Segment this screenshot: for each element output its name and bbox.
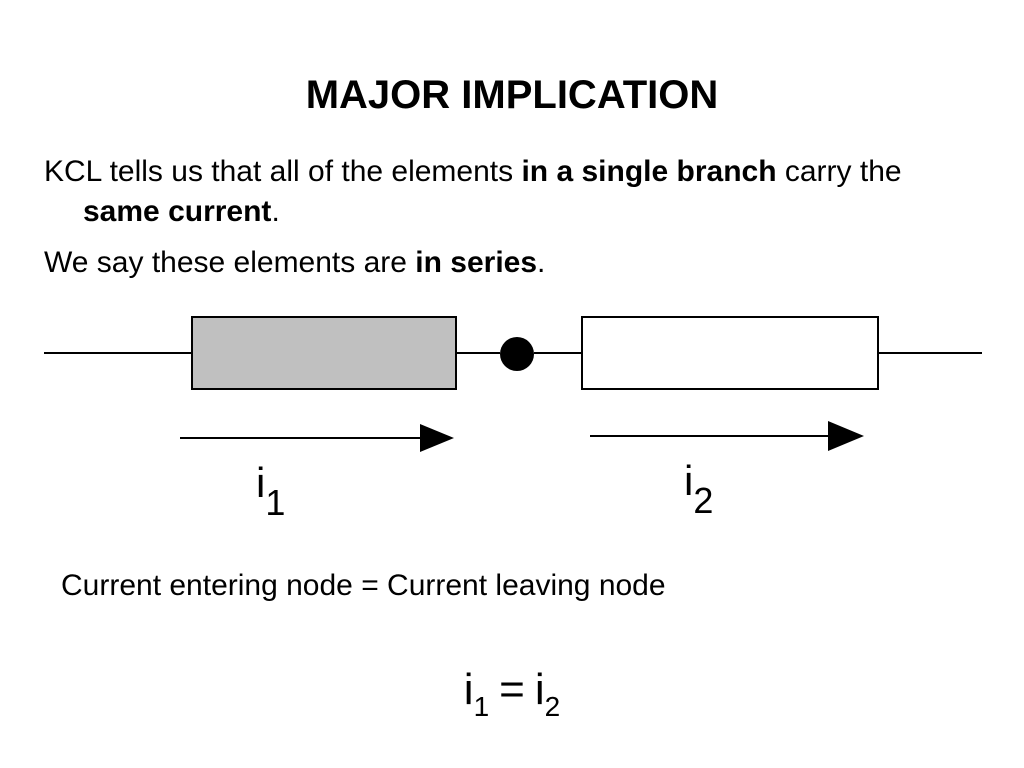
- current-arrow-2-head: [828, 421, 864, 451]
- bullet-series: We say these elements are in series.: [44, 243, 545, 283]
- current-label-i2: i2: [684, 457, 713, 522]
- current-label-i1-base: i: [256, 459, 266, 506]
- equation-lhs-base: i: [463, 665, 474, 714]
- bullet-kcl-period: .: [271, 195, 280, 228]
- equation-lhs-sub: 1: [473, 691, 490, 722]
- slide-title: MAJOR IMPLICATION: [305, 73, 719, 117]
- current-label-i1: i1: [256, 459, 285, 524]
- current-equation: i1=i2: [0, 665, 1024, 722]
- current-label-i1-sub: 1: [265, 482, 286, 523]
- bullet-kcl-text-1: KCL tells us that all of the elements: [44, 155, 522, 188]
- bullet-series-period: .: [537, 246, 546, 279]
- circuit-node: [500, 337, 534, 371]
- equation-rhs-base: i: [534, 665, 545, 714]
- circuit-element-2: [581, 316, 879, 390]
- current-label-i2-base: i: [684, 457, 694, 504]
- bullet-kcl-bold-branch: in a single branch: [521, 155, 777, 188]
- equation-rhs-sub: 2: [544, 691, 561, 722]
- circuit-element-1: [191, 316, 457, 390]
- kcl-caption: Current entering node = Current leaving …: [61, 569, 666, 602]
- bullet-kcl-bold-current: same current: [83, 195, 272, 228]
- equation-operator: =: [499, 665, 525, 714]
- current-arrow-1-head: [420, 424, 454, 452]
- bullet-kcl: KCL tells us that all of the elements in…: [44, 152, 984, 232]
- bullet-series-bold: in series: [415, 246, 538, 279]
- current-label-i2-sub: 2: [693, 480, 714, 521]
- bullet-series-text: We say these elements are: [44, 246, 416, 279]
- bullet-kcl-text-2: carry the: [776, 155, 902, 188]
